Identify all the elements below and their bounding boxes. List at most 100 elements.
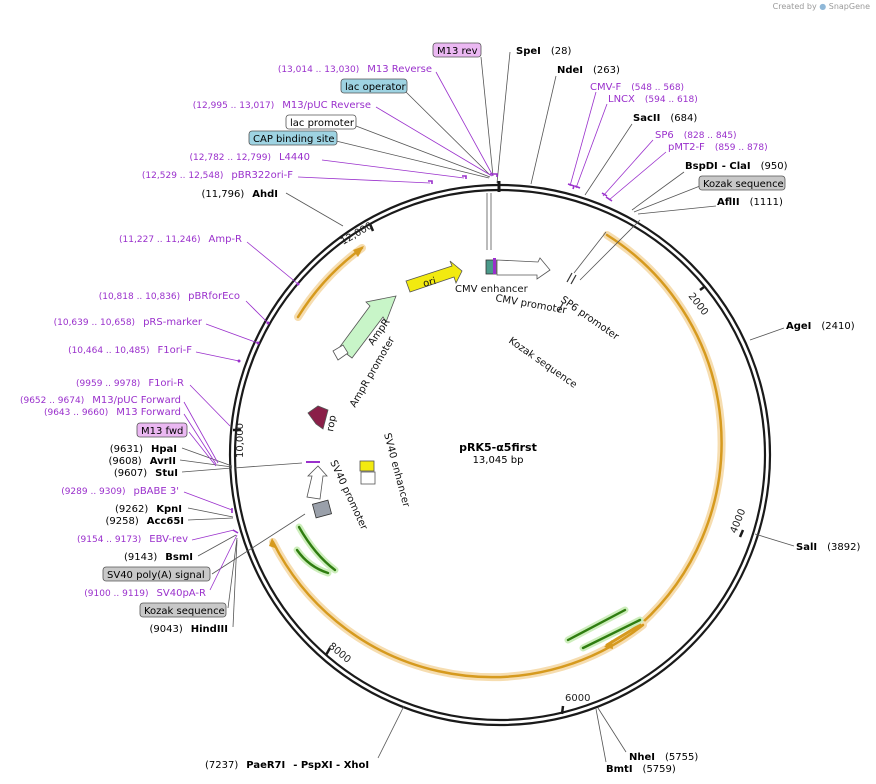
leader-sp6-inner	[573, 231, 607, 274]
site-label-ahdi: (11,796)AhdI	[201, 189, 278, 200]
tag-cap-site: CAP binding site	[248, 130, 338, 146]
inner-label-cmv-enhancer: CMV enhancer	[455, 284, 529, 295]
cmv-promoter-arrow	[496, 257, 551, 280]
primer-dot-pbrforeco	[266, 321, 270, 325]
primer-mark-top-3	[428, 180, 433, 184]
sv40-promoter-arrow	[306, 465, 328, 500]
primer-label-f1ori-r: (9959 .. 9978)F1ori-R	[76, 378, 184, 389]
primer-dot-prs	[256, 341, 260, 345]
sv40-ori-block	[311, 499, 333, 519]
leader-nhei	[597, 707, 627, 753]
tag-kozak-top: Kozak sequence	[698, 175, 786, 191]
site-label-spei: SpeI(28)	[516, 46, 572, 57]
primer-label-m13-forward: (9643 .. 9660)M13 Forward	[44, 407, 181, 418]
leader-m13rev	[480, 56, 494, 177]
leader-pbr322	[297, 176, 431, 184]
cmv-mark-purple	[493, 258, 496, 274]
orf-topleft-halo	[294, 244, 366, 321]
orf-bottomright-small	[605, 623, 642, 647]
primer-label-ebv-rev: (9154 .. 9173)EBV-rev	[77, 534, 188, 545]
primer-dots	[237, 282, 300, 363]
leader-f1ori-r	[189, 384, 231, 427]
site-label-avrii: (9608)AvrII	[108, 456, 176, 467]
tag-m13-fwd-box	[136, 422, 188, 438]
primer-mark-top-1	[490, 173, 498, 177]
inner-label-rop: rop	[325, 414, 339, 432]
site-label-agei: AgeI(2410)	[786, 321, 855, 332]
tick-mark-2000	[699, 286, 705, 291]
leader-sp6	[602, 139, 654, 197]
plasmid-length: 13,045 bp	[473, 455, 524, 466]
site-label-acc65i: (9258)Acc65I	[106, 516, 185, 527]
tick-label-6000: 6000	[565, 693, 590, 704]
leader-m13puc-rev	[375, 106, 493, 177]
site-label-ndei: NdeI(263)	[557, 65, 620, 76]
primer-label-l4440: (12,782 .. 12,799)L4440	[190, 152, 310, 163]
tick-mark-6000	[560, 705, 565, 715]
orf-right-halo	[603, 231, 726, 628]
ori-arrow	[405, 260, 463, 293]
snapgene-logo-icon: ●	[819, 2, 827, 11]
orf-arrowhead-bottomright	[604, 640, 613, 649]
primer-label-m13puc-reverse: (12,995 .. 13,017)M13/pUC Reverse	[193, 100, 371, 111]
green-feature-2	[297, 525, 337, 572]
primer-mark-pmt2	[605, 196, 613, 202]
leader-f1ori-f	[195, 351, 240, 362]
inner-label-sp6-promoter: SP6 promoter	[558, 294, 621, 343]
leader-pbabe	[183, 491, 233, 511]
primer-label-pmt2: pMT2-F(859 .. 878)	[668, 142, 768, 153]
primer-label-cmv-f: CMV-F(548 .. 568)	[590, 82, 684, 93]
site-label-sacii: SacII(684)	[633, 113, 697, 124]
leader-l4440	[321, 159, 465, 179]
sp6-promoter-mark-1	[566, 272, 573, 283]
orf-bottom-arc	[271, 540, 645, 679]
site-label-afliii: AflII(1111)	[717, 197, 783, 208]
tag-lac-promoter-text: lac promoter	[290, 118, 355, 129]
leader-lac-operator	[405, 91, 491, 176]
tick-label-4000: 4000	[729, 507, 749, 535]
leader-kozak-inner	[579, 219, 641, 281]
primer-label-m13-reverse: (13,014 .. 13,030)M13 Reverse	[278, 64, 432, 75]
primer-mark-lncx	[574, 185, 581, 189]
site-label-nhei: NheI(5755)	[629, 752, 698, 763]
site-label-hpai: (9631)HpaI	[110, 444, 177, 455]
tag-kozak-top-box	[698, 175, 786, 191]
snapgene-credit: Created by ● SnapGene	[773, 2, 870, 11]
leader-afliii	[637, 205, 717, 215]
leader-m13puc-fwd	[183, 401, 219, 464]
tag-cap-site-box	[248, 130, 338, 146]
leader-sali	[754, 533, 795, 547]
rop-arrow	[307, 405, 329, 430]
inner-label-ori: ori	[422, 276, 437, 290]
leader-ampr	[246, 241, 299, 285]
tag-sv40-polya-text: SV40 poly(A) signal	[107, 570, 205, 581]
orf-arrowhead-bottom	[269, 538, 278, 549]
tick-label-10000: 10,000	[235, 423, 246, 458]
primer-marks	[231, 173, 613, 534]
tag-lac-operator: lac operator	[340, 78, 408, 94]
site-label-kpni: (9262)KpnI	[115, 504, 182, 515]
primer-label-prs-marker: (10,639 .. 10,658)pRS-marker	[54, 317, 203, 328]
tick-mark-8000	[324, 647, 332, 656]
site-label-hindiii: (9043)HindIII	[149, 624, 228, 635]
leader-sacII	[584, 123, 633, 196]
primer-mark-cmv-f	[567, 183, 576, 190]
leader-m13fwd	[183, 413, 217, 465]
primer-mark-sp6	[601, 192, 608, 197]
leader-lac-promoter	[355, 125, 491, 178]
primer-label-pbabe3: (9289 .. 9309)pBABE 3'	[61, 486, 179, 497]
leader-lncx	[575, 103, 608, 189]
leader-ebv	[191, 529, 235, 541]
leader-speI	[496, 51, 511, 184]
primer-label-m13puc-forward: (9652 .. 9674)M13/pUC Forward	[20, 395, 181, 406]
green-feature-1	[295, 548, 330, 575]
tag-kozak-bottom-text: Kozak sequence	[144, 606, 225, 617]
leader-sv40pa-r	[209, 534, 238, 591]
leader-kpni	[187, 507, 234, 518]
ampr-promoter-arrow	[332, 344, 349, 361]
tick-label-12000: 12,000	[339, 221, 375, 248]
green-feature-4	[581, 618, 642, 650]
plasmid-name: pRK5-α5first	[459, 441, 537, 454]
leader-m13reverse	[435, 71, 494, 177]
